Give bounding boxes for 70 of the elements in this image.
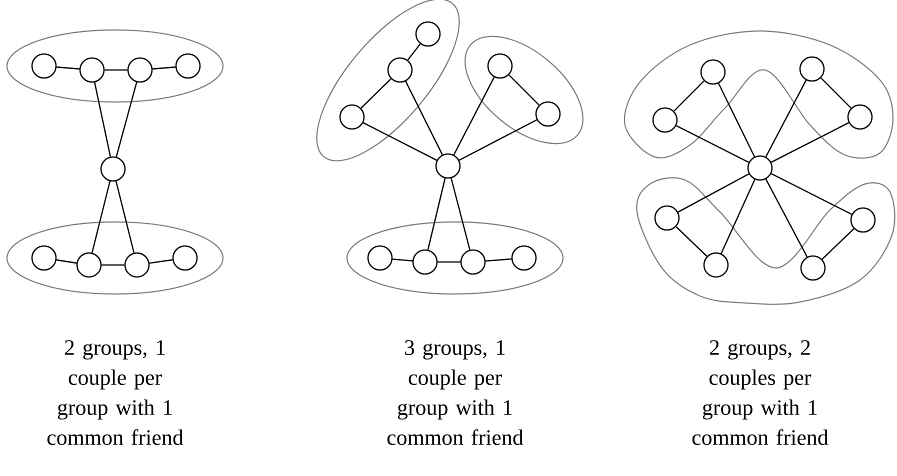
vertex-circle xyxy=(703,252,729,278)
edge-line xyxy=(458,119,538,161)
edge-line xyxy=(407,44,421,60)
vertex-circle xyxy=(31,53,57,79)
vertex-circle xyxy=(435,153,461,179)
edge-line xyxy=(149,259,173,264)
vertex-circle xyxy=(412,249,438,275)
edge-line xyxy=(56,66,80,70)
vertex-circle xyxy=(175,53,201,79)
caption: 2 groups, 1 couple per group with 1 common friend xyxy=(47,340,184,445)
edge-line xyxy=(102,264,124,266)
edge-line xyxy=(56,259,77,264)
vertex-circle xyxy=(847,104,873,130)
vertex-circle xyxy=(415,21,441,47)
edge-line xyxy=(770,122,850,163)
edge-line xyxy=(115,181,135,253)
vertex-circle xyxy=(31,245,57,271)
group-ellipse xyxy=(6,29,224,103)
caption: 3 groups, 1 couple per group with 1 common friend xyxy=(387,340,524,445)
edge-line xyxy=(450,178,470,250)
group-outline xyxy=(624,30,894,159)
vertex-circle xyxy=(172,245,198,271)
edge-line xyxy=(362,122,438,161)
vertex-circle xyxy=(387,57,413,83)
vertex-circle xyxy=(747,155,773,181)
edge-line xyxy=(116,82,138,157)
vertex-circle xyxy=(100,156,126,182)
edge-line xyxy=(427,178,446,250)
edge-line xyxy=(822,228,854,260)
edge-line xyxy=(771,173,852,215)
vertex-circle xyxy=(127,57,153,83)
edge-line xyxy=(453,76,495,156)
vertex-circle xyxy=(487,53,513,79)
edge-line xyxy=(152,66,176,70)
vertex-circle xyxy=(700,59,726,85)
edge-line xyxy=(486,258,512,262)
vertex-circle xyxy=(652,107,678,133)
edge-line xyxy=(676,125,749,163)
edge-line xyxy=(392,258,412,262)
group-ellipse xyxy=(6,221,224,295)
vertex-circle xyxy=(367,245,393,271)
edge-line xyxy=(765,80,807,158)
vertex-circle xyxy=(124,252,150,278)
edge-line xyxy=(94,82,112,157)
edge-line xyxy=(676,226,708,257)
edge-line xyxy=(718,83,756,157)
edge-line xyxy=(91,181,111,253)
edge-line xyxy=(765,178,808,258)
vertex-circle xyxy=(535,101,561,127)
edge-line xyxy=(438,261,460,263)
edge-line xyxy=(360,78,392,109)
edge-line xyxy=(508,74,540,106)
edge-line xyxy=(820,77,852,109)
edge-line xyxy=(720,179,756,254)
vertex-circle xyxy=(511,245,537,271)
edge-line xyxy=(104,69,128,71)
vertex-circle xyxy=(800,255,826,281)
edge-line xyxy=(405,81,443,155)
vertex-circle xyxy=(654,205,680,231)
vertex-circle xyxy=(339,104,365,130)
group-ellipse xyxy=(346,221,564,295)
caption: 2 groups, 2 couples per group with 1 common friend xyxy=(692,340,828,445)
vertex-circle xyxy=(460,249,486,275)
group-outline xyxy=(636,177,896,305)
vertex-circle xyxy=(76,252,102,278)
vertex-circle xyxy=(850,207,876,233)
vertex-circle xyxy=(799,56,825,82)
edge-line xyxy=(674,80,705,112)
edge-line xyxy=(678,173,750,213)
vertex-circle xyxy=(79,57,105,83)
